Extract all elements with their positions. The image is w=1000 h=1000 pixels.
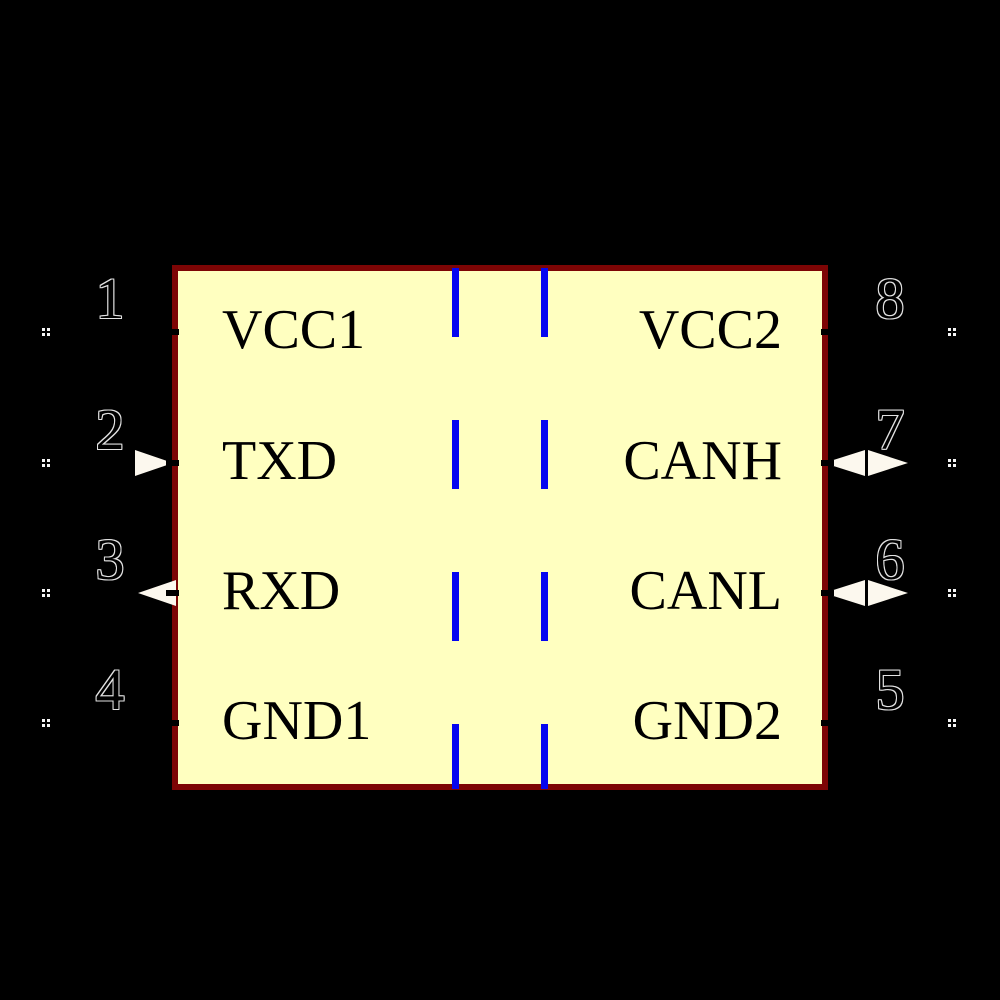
- pin-stub: [166, 329, 179, 335]
- pin-stub: [166, 460, 179, 466]
- pin-endpoint-marker-icon: [948, 589, 951, 592]
- pin-endpoint-marker-icon: [42, 328, 45, 331]
- pin-stub: [166, 720, 179, 726]
- isolation-barrier-dash-left: [452, 268, 459, 789]
- pin-endpoint-marker-icon: [948, 719, 951, 722]
- pin-label: GND1: [222, 690, 372, 752]
- pin-number: 5: [875, 657, 905, 722]
- pin-label: VCC2: [638, 299, 782, 361]
- pin-label: GND2: [632, 690, 782, 752]
- bidirectional-arrow-right-icon: [868, 580, 908, 606]
- pin-endpoint-marker-icon: [42, 719, 45, 722]
- pin-label: CANL: [629, 560, 782, 622]
- pin-endpoint-marker-icon: [948, 459, 951, 462]
- pin-endpoint-marker-icon: [42, 459, 45, 462]
- pin-label: CANH: [623, 430, 782, 492]
- pin-stub: [821, 720, 834, 726]
- pin-number: 7: [875, 397, 905, 462]
- pin-number: 2: [95, 397, 125, 462]
- pin-number: 6: [875, 527, 905, 592]
- pin-number: 3: [95, 527, 125, 592]
- pin-label: RXD: [222, 560, 341, 622]
- pin-label: VCC1: [222, 299, 366, 361]
- pin-stub: [166, 590, 179, 596]
- pin-endpoint-marker-icon: [948, 328, 951, 331]
- pin-stub: [821, 460, 834, 466]
- pin-number: 4: [95, 657, 125, 722]
- component-body[interactable]: [172, 265, 828, 790]
- pin-number: 8: [875, 266, 905, 331]
- isolation-barrier-dash-right: [541, 268, 548, 789]
- pin-endpoint-marker-icon: [42, 589, 45, 592]
- pin-stub: [821, 590, 834, 596]
- pin-number: 1: [95, 266, 125, 331]
- pin-label: TXD: [222, 430, 338, 492]
- pin-stub: [821, 329, 834, 335]
- bidirectional-arrow-right-icon: [868, 450, 908, 476]
